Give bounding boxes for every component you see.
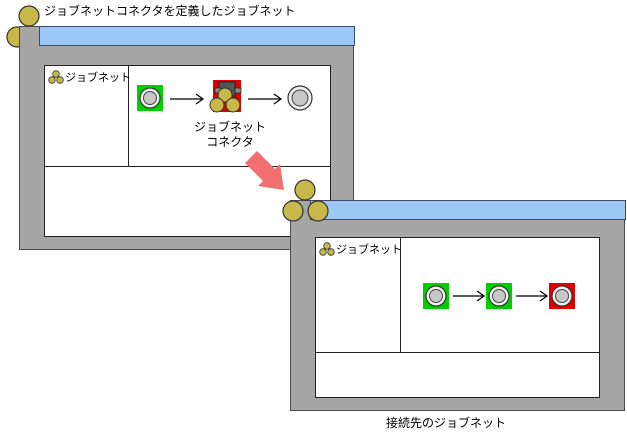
window-2-titlebar[interactable] [310, 200, 626, 220]
connector-label-line1: ジョブネット [193, 120, 266, 134]
right-arrow-icon [248, 93, 283, 105]
unit-node-3-2[interactable] [549, 283, 575, 309]
circle-unit-icon [287, 85, 313, 111]
circle-unit-icon [551, 285, 573, 307]
window-2-tab-label: ジョブネット [336, 242, 402, 256]
unit-node-1-2[interactable] [423, 283, 449, 309]
jobnet-connector-icon[interactable] [205, 78, 245, 114]
connector-label-line2: コネクタ [206, 135, 254, 149]
circle-unit-icon [488, 285, 510, 307]
window-2-tab[interactable]: ジョブネット [319, 242, 402, 256]
top-caption: ジョブネットコネクタを定義したジョブネット [44, 4, 296, 18]
jobnet-group-icon-large-2 [282, 179, 329, 222]
window-1-tab-label: ジョブネット [65, 70, 131, 84]
window-2-panel: ジョブネット [315, 237, 600, 398]
window-1-tab[interactable]: ジョブネット [48, 70, 131, 84]
jobnet-window-2: ジョブネット [290, 200, 626, 411]
window-1-titlebar[interactable] [39, 26, 355, 46]
unit-node-end-1[interactable] [287, 85, 313, 111]
jobnet-group-icon [319, 242, 335, 256]
circle-unit-icon [139, 87, 161, 109]
right-arrow-icon [170, 93, 205, 105]
right-arrow-icon [516, 290, 549, 302]
right-arrow-icon [453, 290, 486, 302]
circle-unit-icon [425, 285, 447, 307]
unit-node-2-2[interactable] [486, 283, 512, 309]
connector-label: ジョブネット コネクタ [180, 120, 280, 150]
jobnet-window-1: ジョブネット [19, 26, 355, 250]
bottom-caption: 接続先のジョブネット [386, 416, 507, 430]
transition-arrow-icon [245, 151, 284, 190]
unit-node-start-1[interactable] [137, 85, 163, 111]
jobnet-group-icon [48, 70, 64, 84]
